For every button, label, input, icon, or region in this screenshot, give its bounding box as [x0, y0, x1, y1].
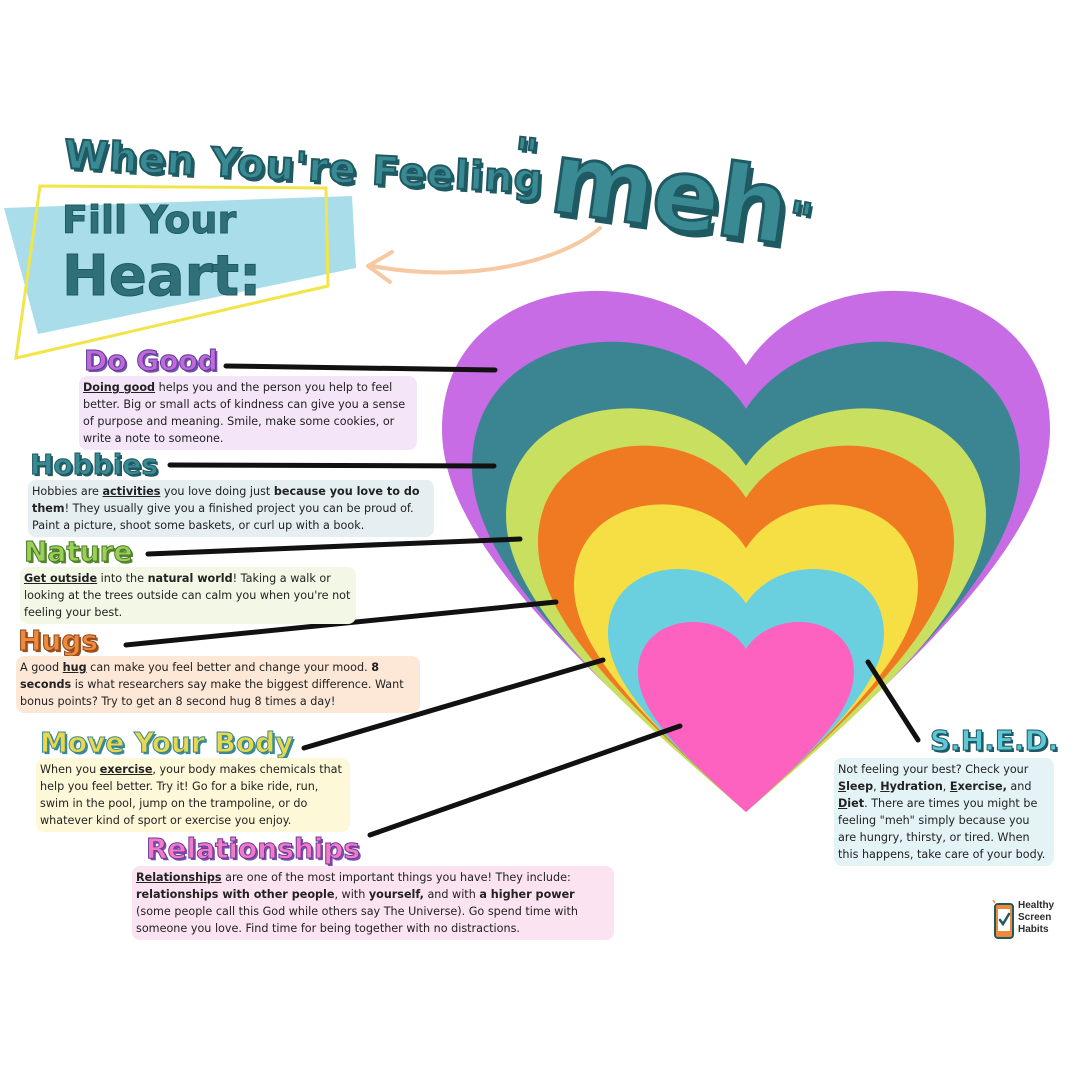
hobbies-p1: Hobbies are [32, 485, 103, 498]
connector-hobbies [167, 462, 497, 469]
logo-line-3: Habits [1018, 924, 1049, 935]
nature-link: Get outside [24, 572, 98, 585]
phone-check-icon [992, 899, 1014, 939]
relationships-p2: , with [334, 888, 369, 901]
shed-text: Not feeling your best? Check your Sleep,… [834, 758, 1054, 866]
hobbies-heading: Hobbies [29, 448, 159, 482]
curved-arrow [370, 226, 602, 275]
hobbies-link: activities [102, 485, 161, 498]
relationships-text: Relationships are one of the most import… [132, 866, 614, 940]
banner-yellow-outline [14, 184, 330, 360]
move-your-body-text: When you exercise, your body makes chemi… [36, 758, 350, 832]
hobbies-text: Hobbies are activities you love doing ju… [28, 480, 434, 537]
hobbies-p3: ! They usually give you a finished proje… [32, 502, 414, 532]
arrow-head [366, 250, 394, 284]
relationships-p3: and with [423, 888, 480, 901]
banner-fill-your: Fill Your [61, 198, 237, 243]
banner-blue-shape [4, 196, 356, 334]
logo-wordmark: Healthy Screen Habits [1018, 900, 1054, 936]
move-link: exercise [99, 763, 153, 776]
connector-nature [145, 536, 523, 557]
nature-bold: natural world [147, 572, 233, 585]
move-p2: , your body makes chemicals that help yo… [40, 763, 342, 827]
shed-h: H [880, 780, 890, 793]
do-good-text: Doing good helps you and the person you … [79, 376, 417, 450]
hugs-text: A good hug can make you feel better and … [16, 656, 420, 713]
move-your-body-heading: Move Your Body [39, 726, 294, 760]
shed-e: E [949, 780, 958, 793]
connector-move [301, 657, 606, 751]
nature-p1: into the [97, 572, 148, 585]
heart-layer-pink [638, 621, 854, 812]
relationships-b1: relationships with other people [136, 888, 335, 901]
logo-line-1: Healthy [1018, 900, 1055, 911]
hugs-heading: Hugs [17, 624, 99, 658]
shed-h-rest: ydration [889, 780, 943, 793]
relationships-heading: Relationships [145, 832, 361, 866]
shed-and: and [1006, 780, 1032, 793]
hugs-p3: is what researchers say make the biggest… [20, 678, 404, 708]
shed-e-rest: xercise, [957, 780, 1007, 793]
shed-p1: Not feeling your best? Check your [838, 763, 1029, 776]
shed-s: S [838, 780, 847, 793]
move-p1: When you [40, 763, 100, 776]
shed-d: D [838, 797, 848, 810]
nature-heading: Nature [23, 535, 133, 569]
banner-heart: Heart: [61, 244, 262, 310]
hugs-link: hug [62, 661, 87, 674]
shed-d-rest: iet [847, 797, 865, 810]
hobbies-p2: you love doing just [160, 485, 274, 498]
do-good-link: Doing good [83, 381, 156, 394]
do-good-heading: Do Good [84, 344, 219, 378]
shed-p2: . There are times you might be feeling "… [838, 797, 1046, 861]
relationships-p1: are one of the most important things you… [221, 871, 571, 884]
nature-text: Get outside into the natural world! Taki… [20, 567, 356, 624]
logo-line-2: Screen [1018, 912, 1052, 923]
hugs-bold: 8 seconds [20, 661, 380, 691]
connector-shed [865, 659, 921, 743]
relationships-link: Relationships [136, 871, 222, 884]
relationships-b2: yourself, [368, 888, 424, 901]
hobbies-bold: because you love to do them [32, 485, 420, 515]
shed-heading: S.H.E.D. [930, 724, 1060, 758]
relationships-b3: a higher power [479, 888, 575, 901]
do-good-body: helps you and the person you help to fee… [83, 381, 406, 445]
connector-do-good [223, 363, 498, 373]
hugs-p2: can make you feel better and change your… [86, 661, 372, 674]
hugs-p1: A good [20, 661, 63, 674]
nature-p2: ! Taking a walk or looking at the trees … [24, 572, 351, 619]
connector-relationships [367, 723, 683, 838]
shed-s-rest: leep [846, 780, 874, 793]
relationships-p4: (some people call this God while others … [136, 905, 578, 935]
